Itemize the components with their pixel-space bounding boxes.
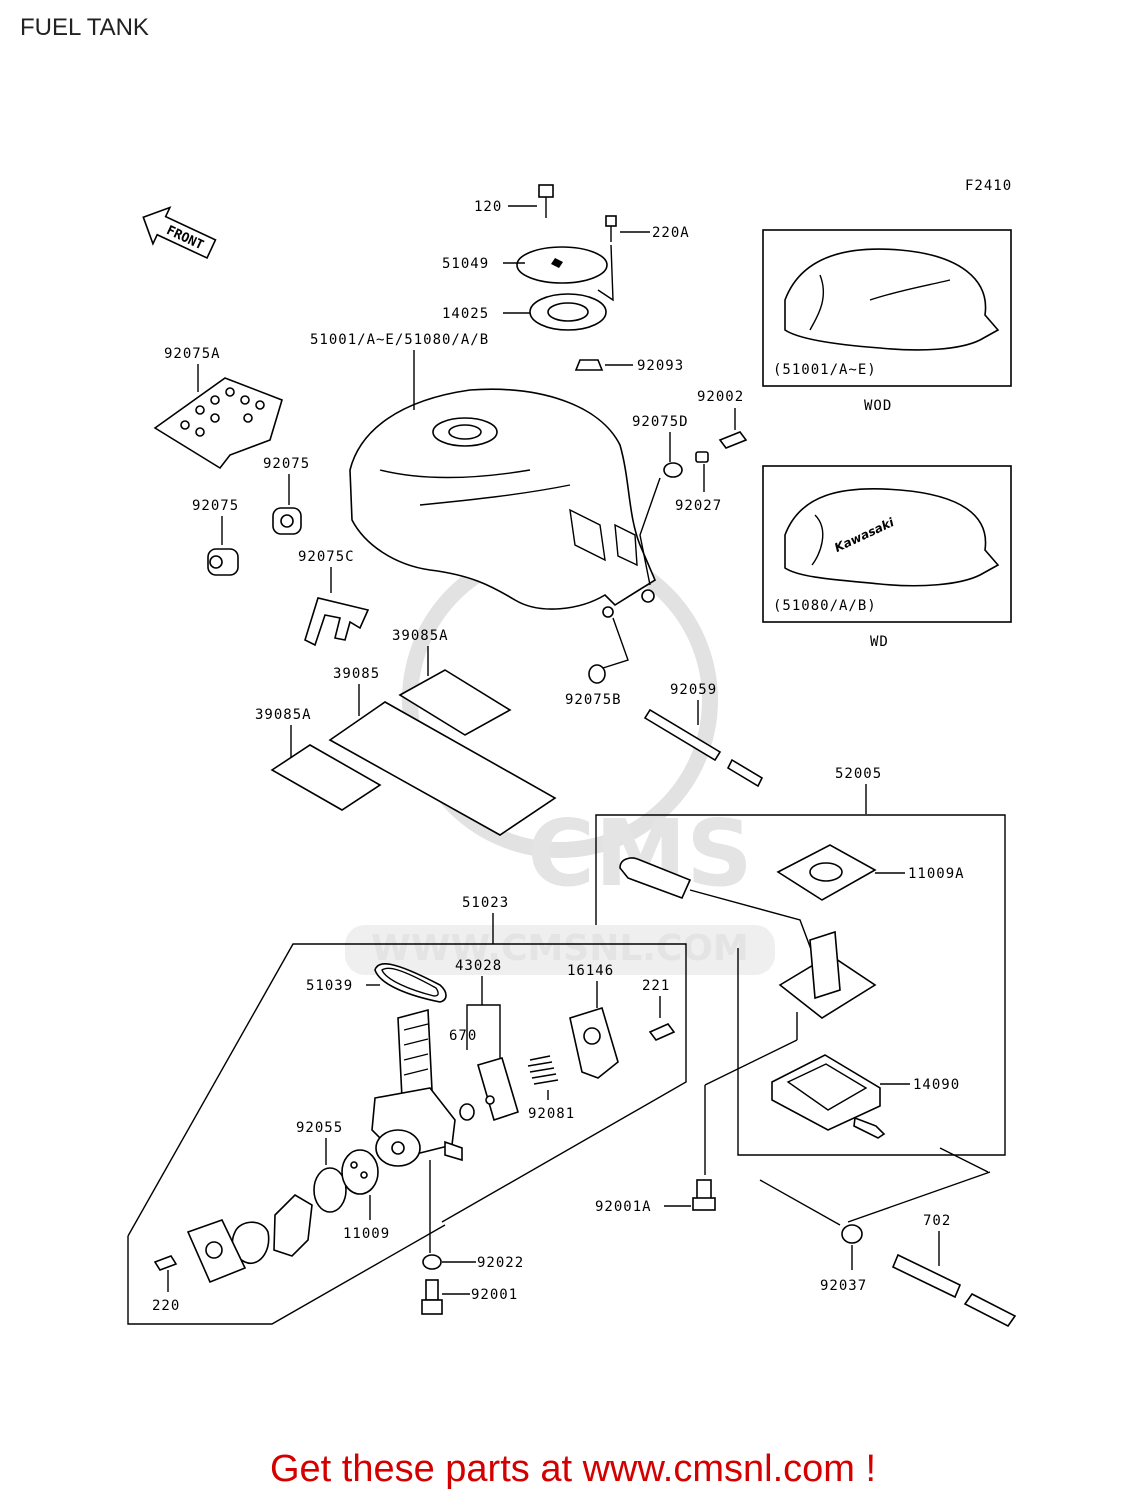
svg-text:39085A: 39085A (255, 707, 312, 723)
svg-text:92075: 92075 (192, 498, 239, 514)
figure-code: F2410 (965, 178, 1012, 194)
svg-text:220: 220 (152, 1298, 180, 1314)
part-11009: 11009 (341, 1149, 390, 1242)
svg-text:11009A: 11009A (908, 866, 965, 882)
svg-text:92075C: 92075C (298, 549, 355, 565)
part-120: 120 (474, 184, 554, 218)
part-51023: 51023 (127, 895, 687, 1325)
variant-wd-caption: WD (870, 634, 889, 650)
part-92002: 92002 (697, 389, 748, 449)
leader-92037-c (939, 1147, 989, 1173)
part-92081: 92081 (527, 1055, 575, 1122)
part-51039: 51039 (306, 963, 447, 1003)
svg-text:11009: 11009 (343, 1226, 390, 1242)
part-92075-a: 92075 (263, 456, 310, 535)
svg-text:51049: 51049 (442, 256, 489, 272)
svg-text:52005: 52005 (835, 766, 882, 782)
part-92001: 92001 (421, 1279, 518, 1315)
svg-text:92075D: 92075D (632, 414, 689, 430)
svg-text:14025: 14025 (442, 306, 489, 322)
part-92001A: 92001A (595, 1179, 716, 1215)
diaphragm-plate (477, 1057, 519, 1122)
svg-text:120: 120 (474, 199, 502, 215)
part-39085A-bottom: 39085A (255, 707, 382, 811)
part-39085: 39085 (328, 666, 557, 836)
part-670: 670 (449, 1028, 477, 1121)
svg-text:51039: 51039 (306, 978, 353, 994)
svg-text:92001: 92001 (471, 1287, 518, 1303)
svg-text:43028: 43028 (455, 958, 502, 974)
part-14090: 14090 (771, 1054, 960, 1139)
footer-text: Get these parts at www.cmsnl.com ! (269, 1448, 877, 1490)
fuel-cock (371, 1008, 463, 1253)
part-92037: 92037 (820, 1224, 867, 1294)
part-92075-b: 92075 (192, 498, 239, 576)
part-92027: 92027 (675, 451, 722, 514)
svg-text:51023: 51023 (462, 895, 509, 911)
svg-text:92055: 92055 (296, 1120, 343, 1136)
part-702: 702 (891, 1213, 1017, 1328)
svg-text:702: 702 (923, 1213, 951, 1229)
part-92022: 92022 (422, 1254, 524, 1271)
front-arrow-icon: FRONT (142, 206, 217, 260)
part-220A: 220A (597, 215, 690, 302)
variant-wod: (51001/A~E) WOD (762, 229, 1012, 414)
part-51001: 51001/A~E/51080/A/B (310, 332, 489, 410)
variant-wod-caption: WOD (864, 398, 892, 414)
svg-text:39085: 39085 (333, 666, 380, 682)
part-92075B: 92075B (565, 617, 629, 708)
variant-wod-code: (51001/A~E) (773, 362, 877, 378)
fuel-tank (349, 388, 657, 618)
part-221: 221 (642, 978, 676, 1041)
svg-text:92075B: 92075B (565, 692, 622, 708)
svg-text:92022: 92022 (477, 1255, 524, 1271)
part-92075D: 92075D (632, 414, 689, 586)
part-52005: 52005 11009A (595, 766, 1006, 1175)
watermark-url: WWW.CMSNL.COM (371, 928, 749, 969)
svg-text:92027: 92027 (675, 498, 722, 514)
svg-text:220A: 220A (652, 225, 690, 241)
svg-text:51001/A~E/51080/A/B: 51001/A~E/51080/A/B (310, 332, 489, 348)
part-220: 220 (152, 1255, 180, 1314)
watermark-brand: CMS (527, 800, 752, 907)
part-39085A-top: 39085A (392, 628, 512, 736)
svg-text:16146: 16146 (567, 963, 614, 979)
svg-text:92001A: 92001A (595, 1199, 652, 1215)
page-title: FUEL TANK (20, 14, 149, 41)
part-92075C: 92075C (298, 549, 370, 647)
part-92059: 92059 (643, 682, 764, 788)
svg-text:92081: 92081 (528, 1106, 575, 1122)
part-14025: 14025 (442, 293, 607, 331)
svg-text:14090: 14090 (913, 1077, 960, 1093)
variant-wd-code: (51080/A/B) (773, 598, 877, 614)
svg-text:92037: 92037 (820, 1278, 867, 1294)
part-16146: 16146 (567, 963, 619, 1079)
svg-text:39085A: 39085A (392, 628, 449, 644)
svg-text:92075A: 92075A (164, 346, 221, 362)
part-92055: 92055 (296, 1120, 347, 1213)
leader-92037-a (759, 1179, 841, 1226)
leader-92037-b (847, 1171, 991, 1223)
svg-text:92075: 92075 (263, 456, 310, 472)
svg-text:221: 221 (642, 978, 670, 994)
svg-text:670: 670 (449, 1028, 477, 1044)
part-43028: 43028 (455, 958, 502, 1062)
part-51049: 51049 (442, 246, 608, 284)
svg-text:92059: 92059 (670, 682, 717, 698)
part-92075A: 92075A (153, 346, 283, 470)
gasket-pieces (186, 1193, 313, 1284)
part-92093: 92093 (574, 358, 684, 374)
svg-text:92093: 92093 (637, 358, 684, 374)
svg-text:92002: 92002 (697, 389, 744, 405)
variant-wd: Kawasaki (51080/A/B) WD (762, 465, 1012, 650)
